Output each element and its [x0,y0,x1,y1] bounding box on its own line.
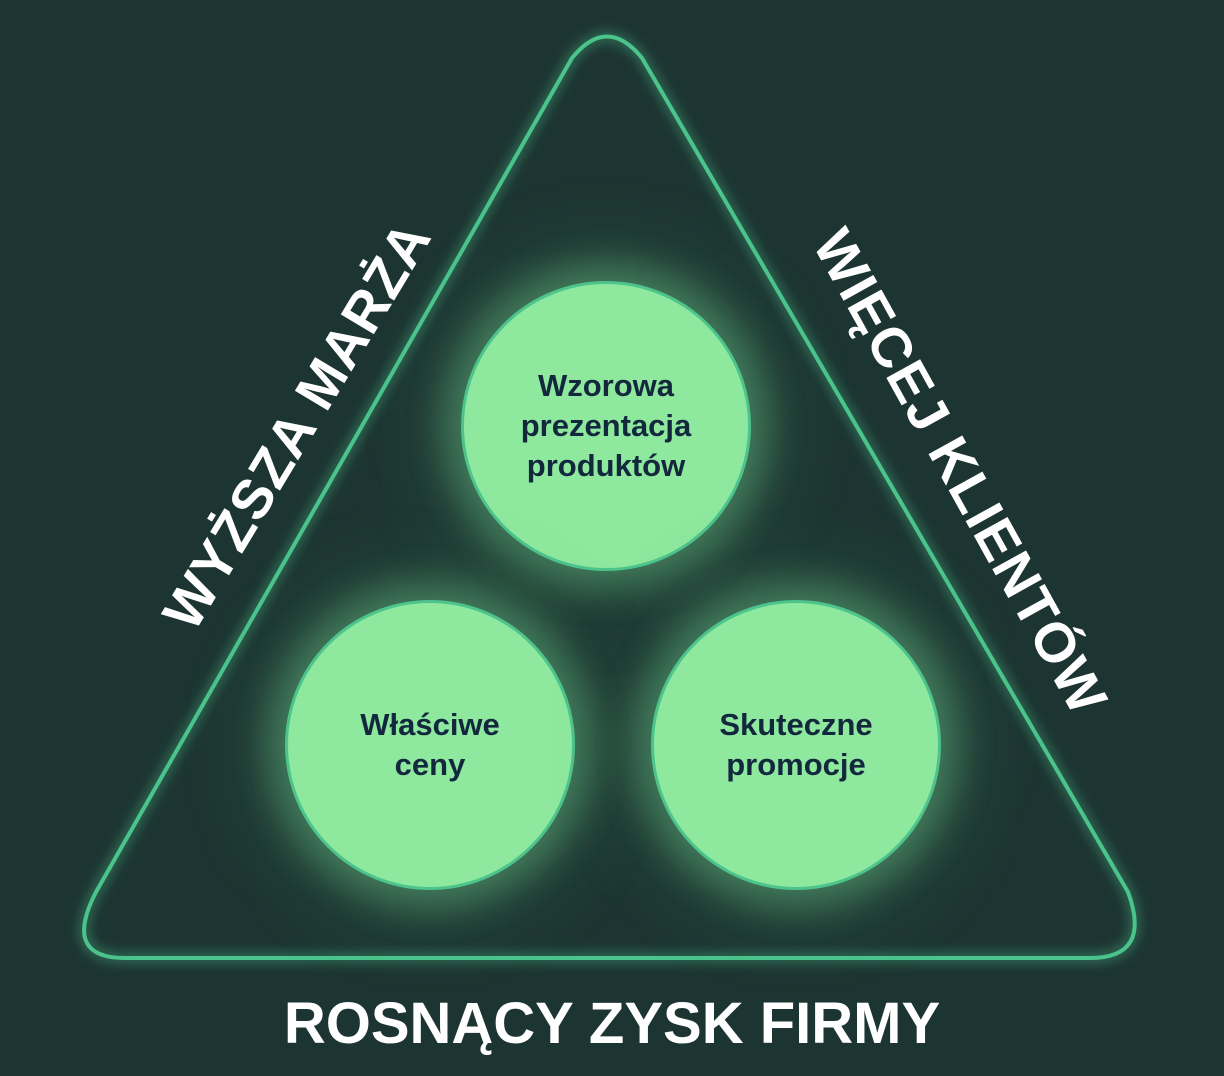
circle-product-presentation: Wzorowa prezentacja produktów [461,281,751,571]
circle-right-prices: Właściwe ceny [285,600,575,890]
circle-label: Skuteczne promocje [719,707,873,782]
circle-label: Właściwe ceny [360,707,500,782]
circle-effective-promotions: Skuteczne promocje [651,600,941,890]
bottom-label: ROSNĄCY ZYSK FIRMY [283,991,941,1056]
circle-label: Wzorowa prezentacja produktów [520,368,692,483]
